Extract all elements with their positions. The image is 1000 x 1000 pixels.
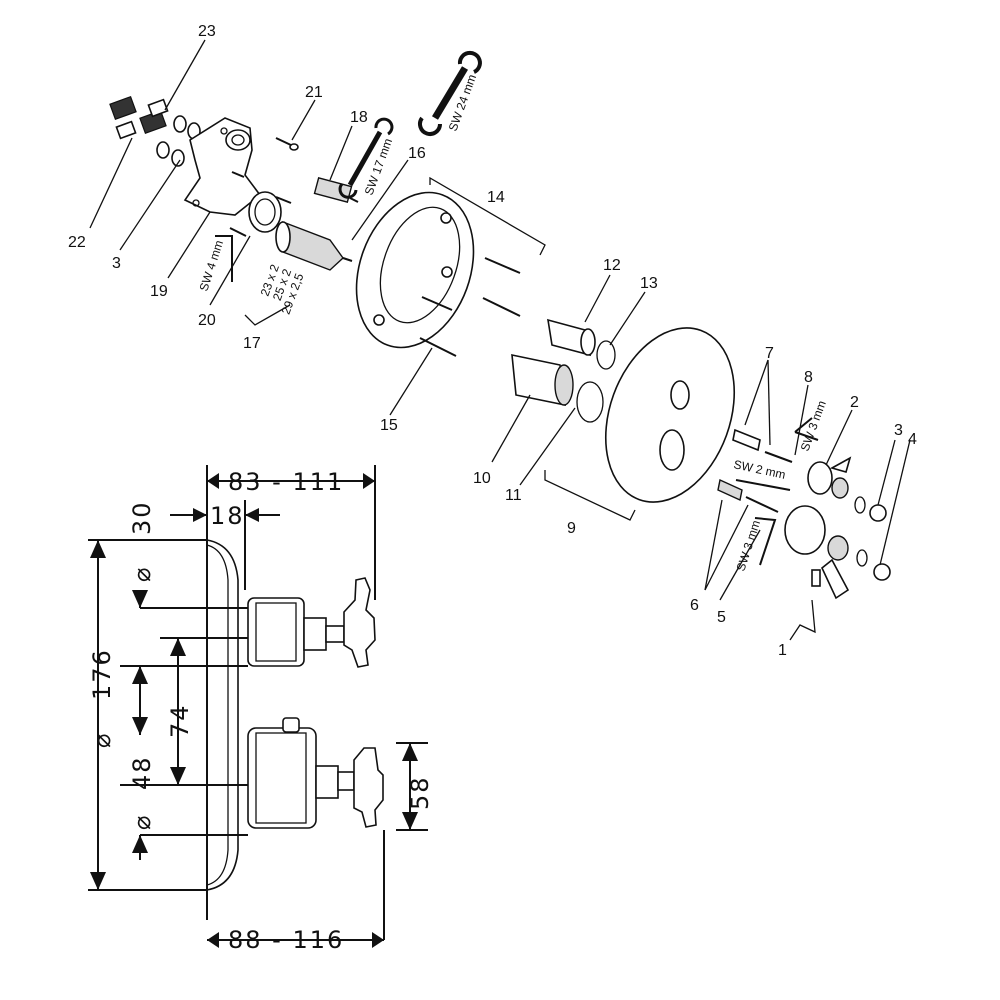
side-view-upper-handle: [247, 577, 376, 668]
side-view-plate: [206, 539, 239, 891]
dim-lower-diameter-value: 48: [128, 755, 156, 790]
callout-20: 20: [198, 312, 216, 329]
dim-upper-diameter-value: 30: [128, 500, 156, 535]
callout-9: 9: [567, 520, 576, 537]
callout-2: 2: [850, 394, 859, 411]
part-17-cartridge: [275, 220, 353, 271]
callout-12: 12: [603, 257, 621, 274]
part-1-handle: [784, 505, 850, 600]
callout-13: 13: [640, 275, 658, 292]
part-12-sleeve: [547, 318, 616, 370]
part-10-sleeve: [511, 353, 604, 423]
callout-5: 5: [717, 609, 726, 626]
wrench-24-icon: [418, 50, 482, 136]
callout-16: 16: [408, 145, 426, 162]
part-21-screw: [229, 137, 299, 237]
dim-upper-diameter-symbol-group: ⌀: [128, 566, 156, 582]
callout-6: 6: [690, 597, 699, 614]
dim-depth-bottom: 88 - 116: [228, 926, 344, 954]
dimension-lines: [88, 465, 428, 941]
callout-4: 4: [908, 431, 917, 448]
dim-depth-top: 83 - 111: [228, 468, 344, 496]
dim-lower-height: 58: [406, 775, 434, 810]
hex-key-3b-icon: [754, 517, 777, 566]
leader-lines: [89, 39, 911, 641]
callout-18: 18: [350, 109, 368, 126]
callout-17: 17: [243, 335, 261, 352]
dim-total-diameter: 176: [88, 648, 116, 700]
callout-7: 7: [765, 345, 774, 362]
dim-upper-diameter: 30: [128, 500, 156, 535]
dim-spacing: 74: [166, 703, 194, 738]
dim-lower-diameter-symbol-group: ⌀: [128, 814, 156, 830]
callout-10: 10: [473, 470, 491, 487]
tool-sw2-label: SW 2 mm: [732, 457, 786, 482]
dim-lower-diameter: 48: [128, 755, 156, 790]
part-3-4-caps: [854, 496, 891, 581]
part-7-extension: [717, 428, 793, 513]
tool-sw3b-label: SW 3 mm: [734, 519, 764, 573]
part-14-mounting-plate: [355, 191, 475, 349]
callout-21: 21: [305, 84, 323, 101]
dim-spacing-value: 74: [166, 703, 194, 738]
callout-8: 8: [804, 369, 813, 386]
dim-total-diameter-value: 176: [88, 648, 116, 700]
callout-23: 23: [198, 23, 216, 40]
dim-total-diameter-symbol-group: ⌀: [88, 732, 116, 748]
diameter-symbol-total: ⌀: [88, 732, 116, 748]
diameter-symbol-upper: ⌀: [128, 566, 156, 582]
callout-3-right: 3: [894, 422, 903, 439]
callout-1: 1: [778, 642, 787, 659]
callout-19: 19: [150, 283, 168, 300]
tool-sw24-label: SW 24 mm: [446, 72, 479, 133]
callout-3-left: 3: [112, 255, 121, 272]
part-23-fittings: [109, 95, 201, 167]
callout-11: 11: [505, 487, 522, 504]
dimension-arrows: [90, 473, 418, 948]
callout-14: 14: [487, 189, 505, 206]
wrench-17-icon: [338, 117, 394, 199]
dim-offset: 18: [210, 502, 245, 530]
callout-22: 22: [68, 234, 86, 251]
side-view-lower-handle: [247, 717, 384, 829]
part-2-handle: [807, 456, 852, 499]
tool-sw17-label: SW 17 mm: [362, 136, 395, 197]
seal-sizes: 23 x 2 25 x 2 29 x 2,5: [258, 262, 307, 316]
part-9-cover-plate: [604, 327, 736, 503]
part-15-screws: [419, 257, 521, 357]
hex-key-2-icon: [735, 479, 791, 491]
part-19-mixer-body: [183, 117, 282, 233]
diameter-symbol-lower: ⌀: [128, 814, 156, 830]
callout-15: 15: [380, 417, 398, 434]
dim-lower-height-value: 58: [406, 775, 434, 810]
